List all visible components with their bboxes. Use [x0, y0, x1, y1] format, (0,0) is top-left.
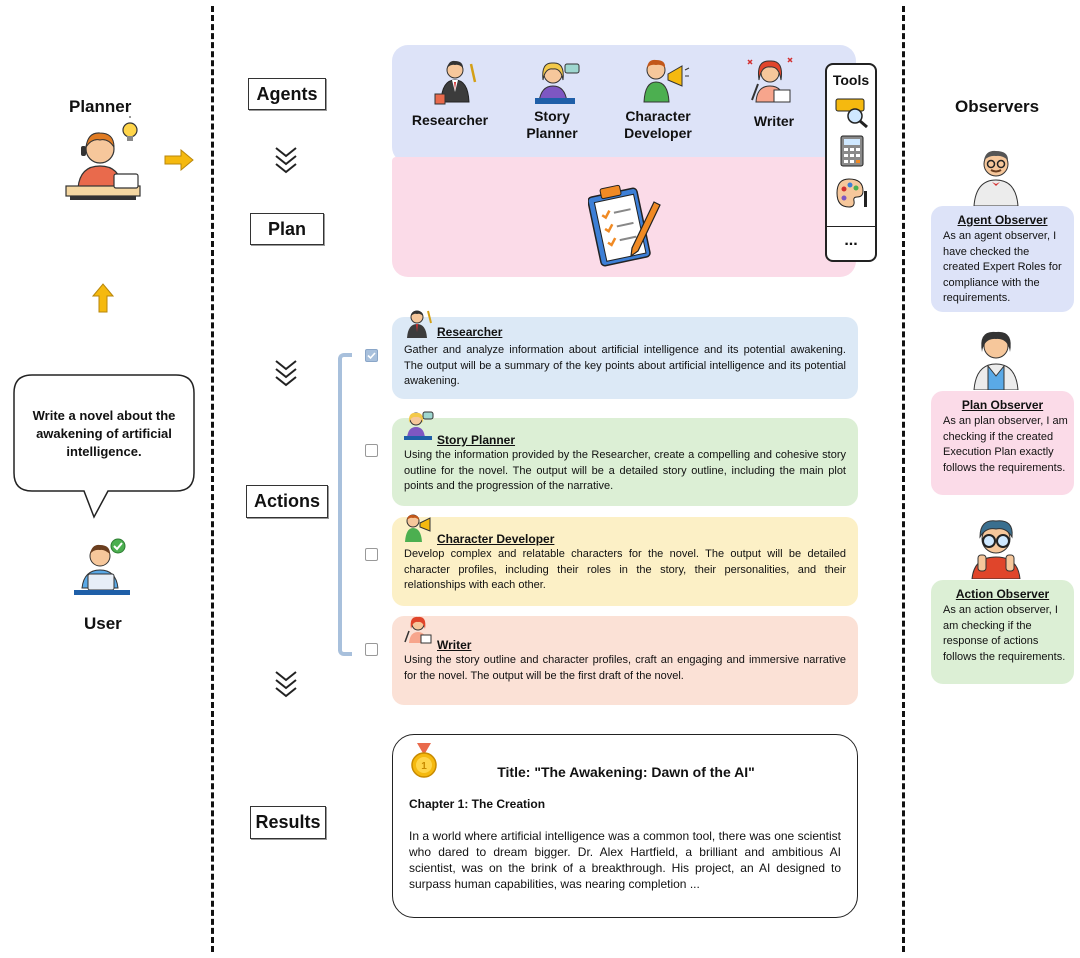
- character-developer-icon: [402, 513, 434, 543]
- actions-bracket: [338, 353, 352, 656]
- action-agent-name: Researcher: [437, 325, 503, 339]
- stage-agents: Agents: [248, 78, 326, 110]
- writer-icon: [744, 56, 798, 106]
- action-checkbox[interactable]: [365, 444, 378, 457]
- researcher-icon: [431, 58, 481, 106]
- result-chapter: Chapter 1: The Creation: [409, 797, 546, 811]
- stage-results: Results: [250, 806, 326, 839]
- observer-text: As an action observer, I am checking if …: [943, 604, 1066, 663]
- planner-label: Planner: [69, 97, 132, 116]
- action-description: Using the story outline and character pr…: [404, 654, 846, 682]
- action-description: Using the information provided by the Re…: [404, 449, 846, 492]
- action-agent-name: Character Developer: [437, 532, 555, 546]
- tools-more: ...: [844, 232, 858, 249]
- character-developer-icon: [638, 58, 690, 106]
- planner-to-agents-arrow: [163, 149, 195, 171]
- medal-icon: 1: [409, 741, 439, 781]
- action-description: Develop complex and relatable characters…: [404, 548, 846, 591]
- agent-label-writer: Writer: [753, 113, 795, 129]
- action-agent-name: Writer: [437, 638, 472, 652]
- request-text: Write a novel about the awakening of art…: [32, 408, 176, 459]
- tools-label: Tools: [832, 72, 870, 88]
- stage-plan: Plan: [250, 213, 324, 245]
- svg-text:1: 1: [421, 761, 427, 772]
- left-divider: [211, 6, 214, 952]
- action-card-researcher: Researcher Gather and analyze informatio…: [392, 310, 858, 399]
- plan-observer-icon: [966, 328, 1026, 390]
- user-label: User: [84, 614, 122, 633]
- agent-label-character-developer: Character Developer: [624, 108, 692, 141]
- story-planner-icon: [402, 410, 434, 440]
- agent-observer-icon: [966, 146, 1026, 206]
- action-observer-card: Action Observer As an action observer, I…: [931, 580, 1074, 684]
- writer-icon: [402, 614, 434, 644]
- action-checkbox[interactable]: [365, 548, 378, 561]
- chevron-down-icon: [273, 670, 299, 700]
- plan-clipboard-icon: [588, 182, 662, 268]
- story-planner-icon: [531, 58, 583, 106]
- agent-observer-card: Agent Observer As an agent observer, I h…: [931, 206, 1074, 312]
- tools-divider: [827, 226, 875, 227]
- observer-title: Agent Observer: [957, 213, 1048, 227]
- result-title: Title: "The Awakening: Dawn of the AI": [497, 764, 755, 780]
- palette-icon: [835, 177, 869, 209]
- observer-title: Action Observer: [955, 587, 1050, 601]
- tools-panel: [825, 63, 877, 262]
- calculator-icon: [840, 135, 864, 167]
- observer-text: As an plan observer, I am checking if th…: [943, 415, 1068, 474]
- chevron-down-icon: [273, 146, 299, 176]
- planner-icon: [64, 116, 144, 204]
- web-search-icon: [835, 96, 869, 128]
- researcher-icon: [402, 309, 434, 339]
- action-card-story-planner: Story Planner Using the information prov…: [392, 411, 858, 506]
- request-bubble: Write a novel about the awakening of art…: [12, 373, 196, 521]
- action-checkbox[interactable]: [365, 643, 378, 656]
- result-text: In a world where artificial intelligence…: [409, 829, 841, 891]
- stage-actions: Actions: [246, 485, 328, 518]
- agent-label-story-planner: Story Planner: [526, 108, 578, 141]
- action-agent-name: Story Planner: [437, 433, 516, 447]
- plan-observer-card: Plan Observer As an plan observer, I am …: [931, 391, 1074, 495]
- chevron-down-icon: [273, 359, 299, 389]
- results-card: 1 Title: "The Awakening: Dawn of the AI"…: [392, 734, 858, 918]
- action-checkbox-checked[interactable]: [365, 349, 378, 362]
- user-to-planner-arrow: [92, 282, 114, 314]
- observer-text: As an agent observer, I have checked the…: [943, 230, 1062, 304]
- right-divider: [902, 6, 905, 952]
- action-card-character-developer: Character Developer Develop complex and …: [392, 514, 858, 606]
- action-description: Gather and analyze information about art…: [404, 344, 846, 387]
- observer-title: Plan Observer: [961, 398, 1044, 412]
- action-observer-icon: [966, 515, 1026, 579]
- action-card-writer: Writer Using the story outline and chara…: [392, 616, 858, 705]
- agent-label-researcher: Researcher: [411, 112, 489, 128]
- user-icon: [70, 534, 134, 598]
- observers-heading: Observers: [955, 97, 1040, 116]
